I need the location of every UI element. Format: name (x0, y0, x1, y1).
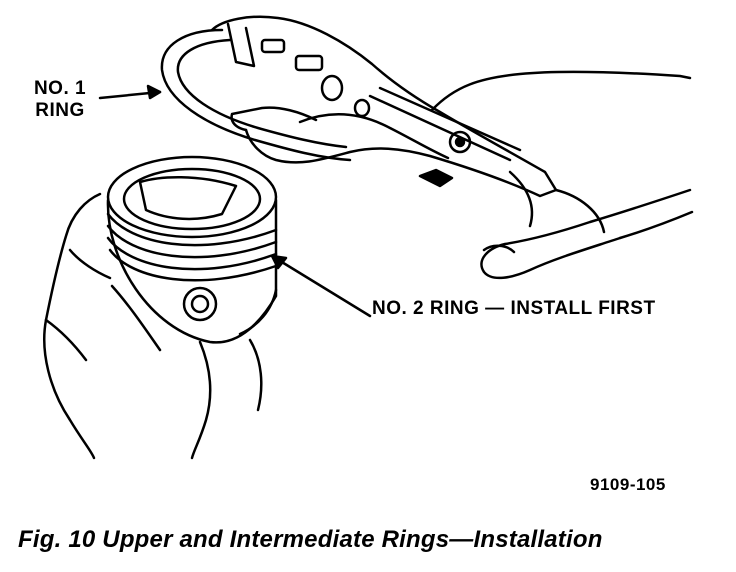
no1-ring-label-line2: RING (35, 100, 85, 121)
left-hand-icon (43, 192, 278, 460)
piston-ring-icon (160, 28, 352, 162)
no2-ring-label: NO. 2 RING — INSTALL FIRST (372, 298, 656, 319)
right-hand-icon (430, 70, 694, 280)
ring-expander-tool-icon (210, 15, 558, 198)
piston-icon (106, 155, 278, 344)
ring2-arrowhead (270, 254, 288, 270)
leader-lines (98, 84, 372, 318)
figure-caption: Fig. 10 Upper and Intermediate Rings—Ins… (18, 526, 603, 553)
figure-number: 9109-105 (590, 475, 666, 494)
ring1-arrowhead (146, 84, 162, 100)
no1-ring-label-line1: NO. 1 (33, 78, 87, 99)
no1-ring-label: NO. 1 RING (18, 78, 102, 122)
ring2-leader (270, 254, 372, 318)
